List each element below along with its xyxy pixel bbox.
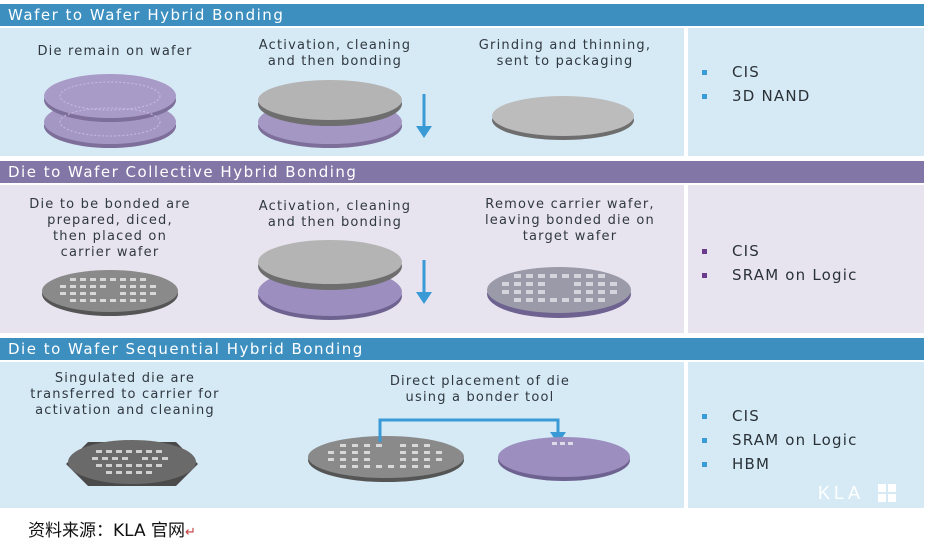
section3-app-label: CIS	[732, 407, 761, 425]
kla-logo-text: KLA	[818, 483, 865, 503]
section3-app-item: HBM	[700, 452, 858, 476]
source-caption: 资料来源：KLA 官网↵	[28, 516, 196, 541]
section1-app-label: 3D NAND	[732, 87, 811, 105]
kla-logo-mark-icon	[878, 484, 896, 502]
return-mark-icon: ↵	[185, 525, 196, 540]
hybrid-bonding-figure: Wafer to Wafer Hybrid Bonding Die remain…	[0, 4, 924, 508]
section1-title: Wafer to Wafer Hybrid Bonding	[0, 4, 924, 26]
section3-app-label: SRAM on Logic	[732, 431, 858, 449]
section2-applications-panel	[688, 185, 924, 333]
down-arrow-icon	[416, 260, 432, 304]
section3-step1-caption: Singulated die are transferred to carrie…	[30, 371, 220, 418]
section3-applications-list: CIS SRAM on Logic HBM	[700, 404, 858, 476]
thinned-wafer-icon	[492, 96, 634, 140]
carrier-wafer-die-icon	[42, 270, 178, 316]
kla-logo: KLA	[818, 483, 896, 504]
section3-step2-caption: Direct placement of die using a bonder t…	[389, 374, 571, 405]
section2-app-item: CIS	[700, 239, 858, 263]
section1-step3-caption: Grinding and thinning, sent to packaging	[478, 38, 652, 69]
carrier-singulated-die-icon	[66, 440, 198, 486]
section2-app-item: SRAM on Logic	[700, 263, 858, 287]
source-text: 资料来源：KLA 官网	[28, 521, 186, 541]
section1-app-label: CIS	[732, 63, 761, 81]
section2-step3-caption: Remove carrier wafer, leaving bonded die…	[485, 197, 655, 244]
section2-app-label: SRAM on Logic	[732, 266, 858, 284]
section1-app-item: 3D NAND	[700, 84, 811, 108]
section3-app-item: CIS	[700, 404, 858, 428]
bonding-wafers-icon	[258, 80, 402, 148]
section2-applications-list: CIS SRAM on Logic	[700, 239, 858, 287]
section2-app-label: CIS	[732, 242, 761, 260]
section1-step1-caption: Die remain on wafer	[37, 44, 193, 59]
stacked-wafers-icon	[44, 74, 176, 148]
section3-app-item: SRAM on Logic	[700, 428, 858, 452]
target-wafer-icon	[498, 437, 630, 481]
section2-title: Die to Wafer Collective Hybrid Bonding	[0, 161, 924, 183]
section1-step2-caption: Activation, cleaning and then bonding	[258, 38, 412, 69]
section2-step1-caption: Die to be bonded are prepared, diced, th…	[29, 197, 191, 260]
section3-app-label: HBM	[732, 455, 771, 473]
section2-step2-caption: Activation, cleaning and then bonding	[258, 199, 412, 230]
section3-applications-panel	[688, 362, 924, 508]
section1-applications-list: CIS 3D NAND	[700, 60, 811, 108]
section3-title: Die to Wafer Sequential Hybrid Bonding	[0, 338, 924, 360]
target-wafer-bonded-die-icon	[487, 267, 631, 318]
section1-app-item: CIS	[700, 60, 811, 84]
down-arrow-icon	[416, 94, 432, 138]
source-wafer-die-icon	[308, 436, 464, 482]
bonding-wafers-icon	[258, 240, 402, 320]
section1-applications-panel	[688, 28, 924, 156]
